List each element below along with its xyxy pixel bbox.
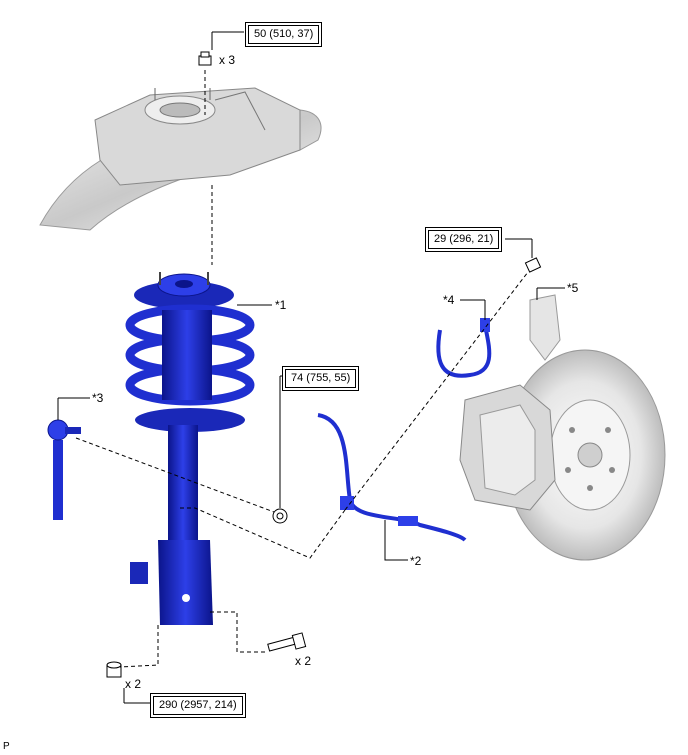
brake-hose — [436, 318, 492, 378]
callout-2: *2 — [410, 554, 422, 568]
torque-spec-top-nut: 50 (510, 37) — [245, 22, 323, 47]
lower-bolt-icon — [267, 632, 307, 652]
torque-spec-sensor-bolt-text: 29 (296, 21) — [428, 230, 500, 249]
torque-spec-stab-nut: 74 (755, 55) — [282, 366, 360, 391]
qty-lower-nut: x 2 — [125, 677, 142, 691]
stabilizer-link — [47, 419, 81, 520]
callout-4: *4 — [443, 293, 455, 307]
stab-link-nut-icon — [272, 508, 288, 524]
torque-spec-lower-bolt-text: 290 (2957, 214) — [153, 696, 243, 715]
strut-tower-body — [39, 87, 322, 231]
speed-sensor-wire — [317, 413, 467, 542]
lower-nut-icon — [106, 661, 122, 678]
leader-lines — [57, 31, 565, 704]
callout-1: *1 — [275, 298, 287, 312]
figure-id-label: P — [3, 741, 10, 752]
shock-absorber-assembly — [125, 272, 255, 631]
torque-spec-stab-nut-text: 74 (755, 55) — [285, 369, 357, 388]
torque-spec-top-nut-text: 50 (510, 37) — [248, 25, 320, 44]
top-nut-icon — [198, 51, 212, 66]
callout-3: *3 — [92, 391, 104, 405]
steering-knuckle-brake — [459, 294, 666, 561]
qty-lower-bolt: x 2 — [295, 654, 312, 668]
sensor-bolt-icon — [524, 257, 542, 273]
callout-5: *5 — [567, 281, 579, 295]
torque-spec-sensor-bolt: 29 (296, 21) — [425, 227, 503, 252]
torque-spec-lower-bolt: 290 (2957, 214) — [150, 693, 246, 718]
qty-top-nut: x 3 — [219, 53, 236, 67]
assembly-guide-lines — [75, 70, 529, 668]
